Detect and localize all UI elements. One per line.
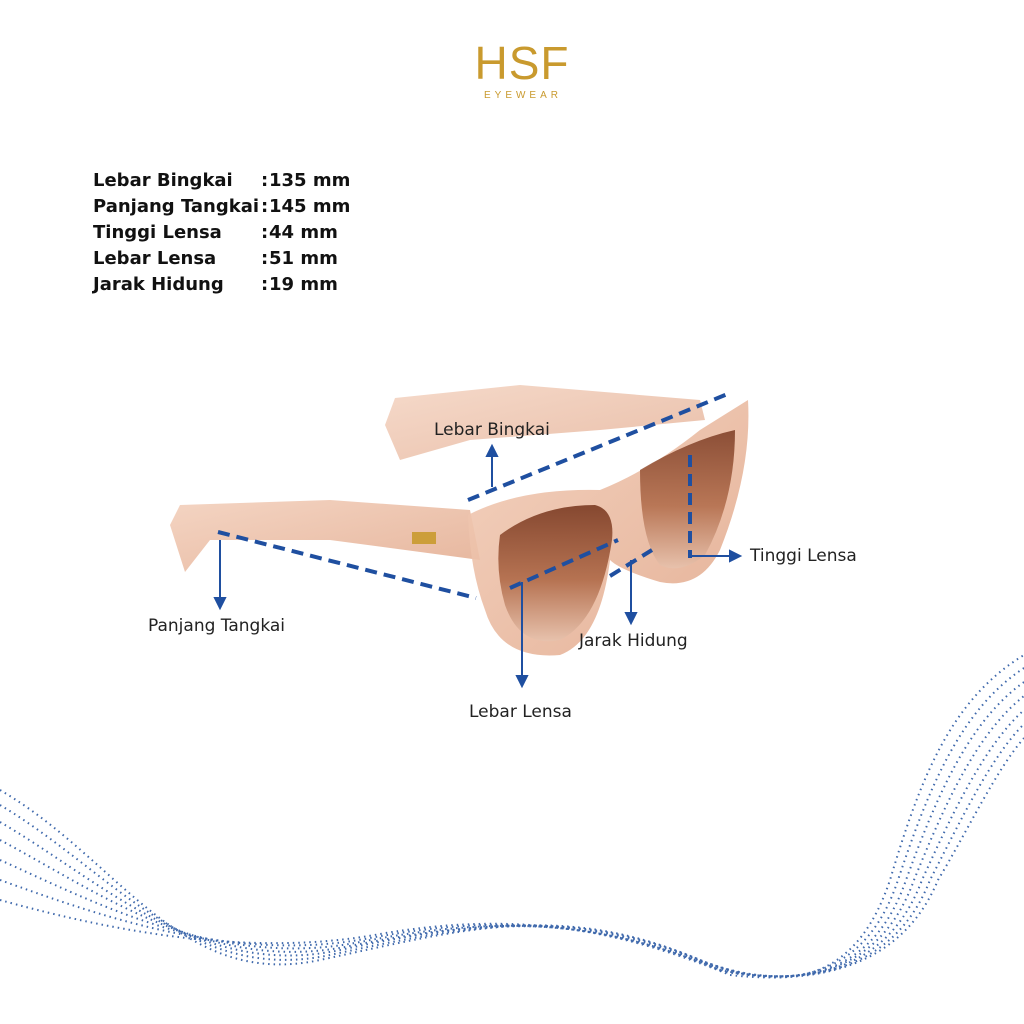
arrow-down-icon [515,675,529,689]
brand-logo: HSF EYEWEAR [468,40,576,106]
label-temple-length: Panjang Tangkai [148,616,286,636]
measure-arrows [213,443,743,689]
lens-width-line [509,538,619,590]
arrow-down-icon [213,597,227,611]
far-lens [640,430,735,569]
spec-row: Lebar Bingkai : 135 mm [93,168,350,194]
spec-label: Lebar Lensa [93,248,217,269]
spec-label: Lebar Bingkai [93,170,233,191]
spec-list: Lebar Bingkai : 135 mm Panjang Tangkai :… [93,168,350,298]
back-temple-arm [385,385,705,460]
spec-label: Panjang Tangkai [93,196,260,217]
spec-label: Tinggi Lensa [93,222,222,243]
spec-value: 51 mm [269,248,338,269]
spec-row: Lebar Lensa : 51 mm [93,246,350,272]
spec-row: Panjang Tangkai : 145 mm [93,194,350,220]
spec-label: Jarak Hidung [93,274,224,295]
spec-row: Jarak Hidung : 19 mm [93,272,350,298]
label-frame-width: Lebar Bingkai [434,420,550,440]
arrow-up-icon [485,443,499,457]
arrow-down-icon [624,612,638,626]
near-lens [498,505,613,642]
spec-value: 44 mm [269,222,338,243]
label-lens-width: Lebar Lensa [469,702,572,722]
measure-lines [217,391,731,600]
front-temple-arm [170,500,480,572]
arrow-right-icon [729,549,743,563]
frame-width-line [467,391,731,502]
spec-separator: : [261,170,269,191]
spec-value: 135 mm [269,170,351,191]
label-lens-height: Tinggi Lensa [750,546,857,566]
brand-logo-subtext: EYEWEAR [483,90,562,101]
spec-value: 19 mm [269,274,338,295]
spec-separator: : [261,248,269,269]
temple-logo-mark [412,532,436,544]
spec-row: Tinggi Lensa : 44 mm [93,220,350,246]
spec-separator: : [261,196,269,217]
brand-logo-text: HSF [474,37,570,89]
label-nose-distance: Jarak Hidung [579,631,688,651]
temple-length-line [217,530,477,600]
decorative-wave [0,654,1024,979]
spec-value: 145 mm [269,196,351,217]
spec-separator: : [261,222,269,243]
spec-separator: : [261,274,269,295]
